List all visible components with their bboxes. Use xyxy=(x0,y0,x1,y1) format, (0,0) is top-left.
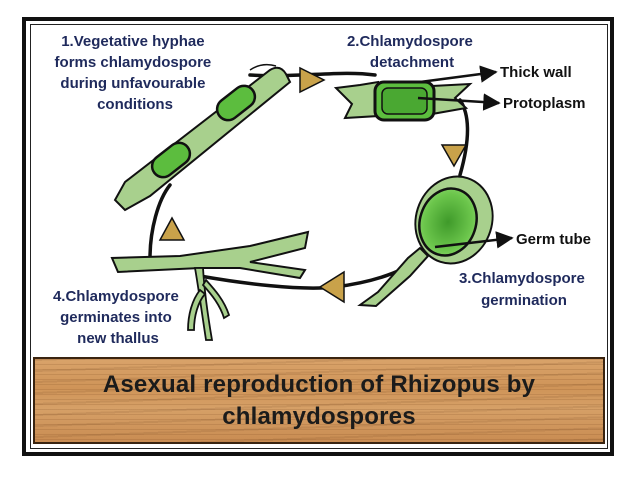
title-banner: Asexual reproduction of Rhizopus by chla… xyxy=(33,357,605,444)
stage-arrow-4 xyxy=(158,216,186,241)
new-thallus xyxy=(110,230,310,341)
inner-border xyxy=(30,24,608,449)
protoplasm-pointer xyxy=(417,93,501,111)
banner-title-line2: chlamydospores xyxy=(222,402,416,430)
stage-arrow-1 xyxy=(299,66,326,94)
thick-wall-label: Thick wall xyxy=(500,64,572,81)
vegetative-hypha xyxy=(113,63,292,212)
detached-chlamydospore xyxy=(333,80,473,122)
stage2-label: 2.Chlamydospore detachment xyxy=(347,33,477,71)
stage3-label: 3.Chlamydospore germination xyxy=(459,270,589,309)
germ-tube-label: Germ tube xyxy=(516,231,591,248)
cycle-path xyxy=(148,71,470,290)
banner-title-line1: Asexual reproduction of Rhizopus by xyxy=(102,370,536,398)
stage4-label: 4.Chlamydospore germinates into new thal… xyxy=(53,288,183,347)
thick-wall-pointer xyxy=(419,65,498,84)
protoplasm-label: Protoplasm xyxy=(503,95,586,112)
chlamydospore-upper xyxy=(215,84,257,122)
chlamydospore-lower xyxy=(150,141,192,179)
germ-tube-pointer xyxy=(434,231,514,249)
stage1-label: 1.Vegetative hyphae forms chlamydospore … xyxy=(55,33,216,113)
stage-arrow-3 xyxy=(318,270,345,304)
stage-arrow-2 xyxy=(440,144,468,168)
